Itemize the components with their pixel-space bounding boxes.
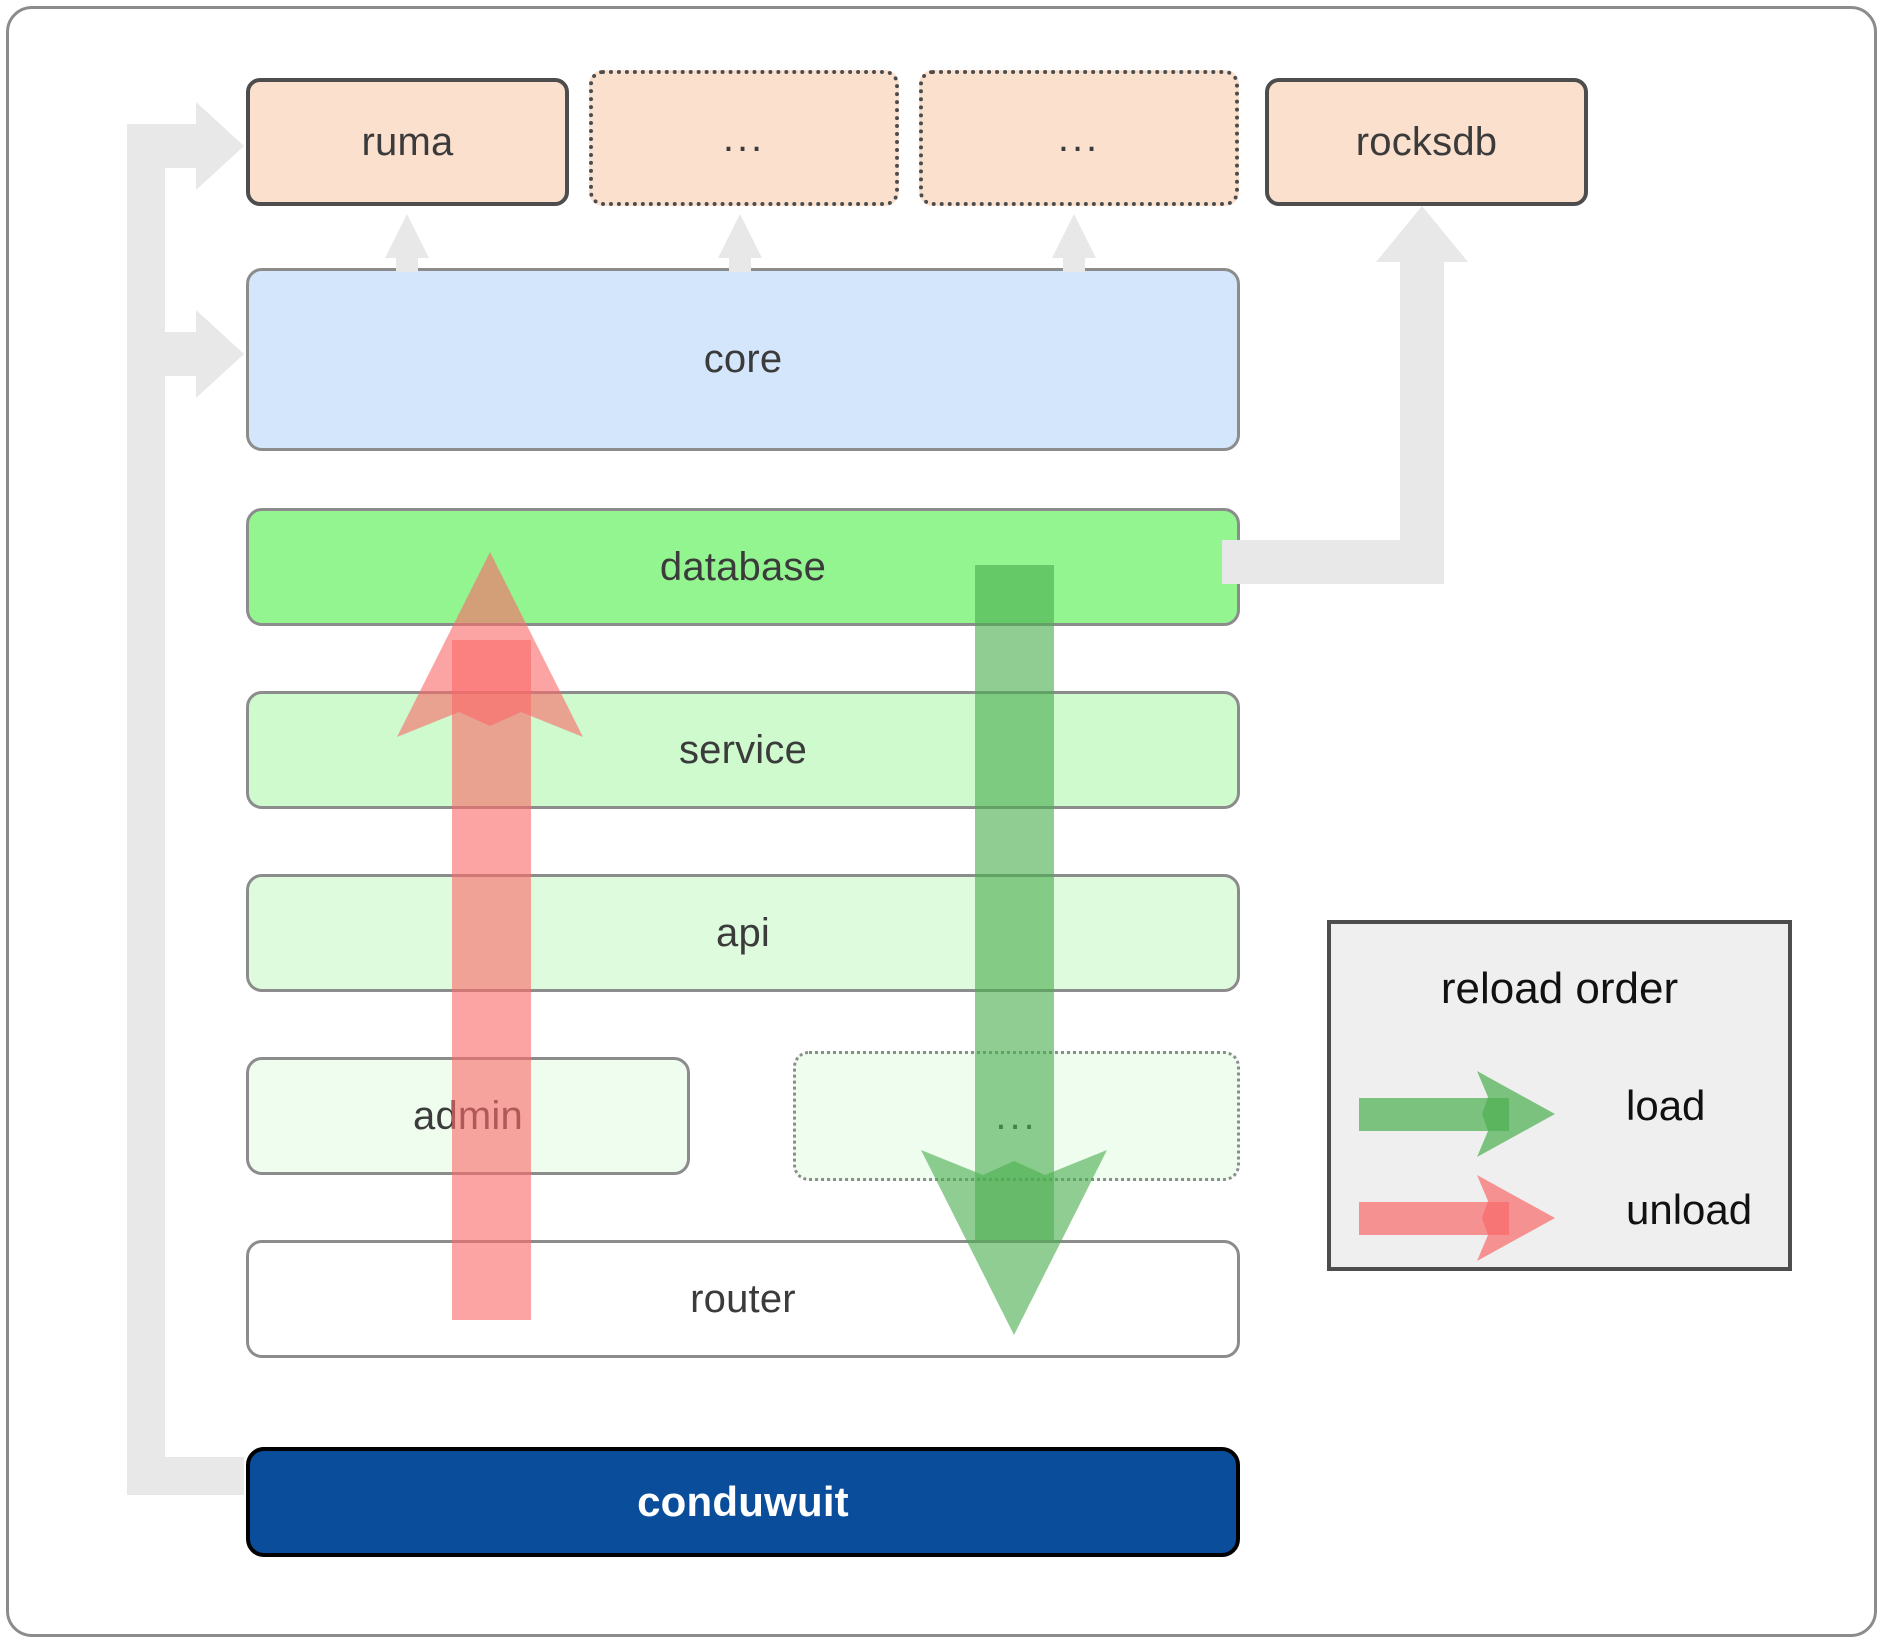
crate-dots-2[interactable]: ... bbox=[919, 70, 1239, 206]
legend-unload-arrow-icon bbox=[1359, 1175, 1555, 1261]
crate-rocksdb-label: rocksdb bbox=[1355, 119, 1498, 164]
node-admin[interactable]: admin bbox=[246, 1057, 690, 1175]
node-service-label: service bbox=[678, 727, 808, 772]
node-router[interactable]: router bbox=[246, 1240, 1240, 1358]
node-core[interactable]: core bbox=[246, 268, 1240, 451]
diagram-frame bbox=[6, 6, 1877, 1637]
legend-panel: reload order load unload bbox=[1327, 920, 1792, 1271]
node-conduwuit[interactable]: conduwuit bbox=[246, 1447, 1240, 1557]
node-database-label: database bbox=[659, 544, 827, 589]
crate-dots-1[interactable]: ... bbox=[589, 70, 899, 206]
node-dots-3[interactable]: ... bbox=[793, 1051, 1240, 1181]
legend-unload-label: unload bbox=[1626, 1186, 1753, 1233]
crate-rocksdb[interactable]: rocksdb bbox=[1265, 78, 1588, 206]
node-service[interactable]: service bbox=[246, 691, 1240, 809]
legend-row-unload: unload bbox=[1331, 1168, 1788, 1264]
crate-ruma[interactable]: ruma bbox=[246, 78, 569, 206]
crate-dots-1-label: ... bbox=[722, 116, 766, 160]
node-admin-label: admin bbox=[413, 1093, 523, 1138]
legend-load-label: load bbox=[1626, 1082, 1706, 1129]
node-database[interactable]: database bbox=[246, 508, 1240, 626]
node-dots-3-label: ... bbox=[995, 1094, 1038, 1138]
node-router-label: router bbox=[690, 1276, 796, 1321]
legend-title: reload order bbox=[1440, 964, 1679, 1013]
node-api-label: api bbox=[716, 910, 770, 955]
node-core-label: core bbox=[703, 337, 783, 381]
node-conduwuit-label: conduwuit bbox=[637, 1478, 849, 1525]
crate-dots-2-label: ... bbox=[1057, 116, 1101, 160]
legend-load-arrow-icon bbox=[1359, 1071, 1555, 1157]
crate-ruma-label: ruma bbox=[361, 119, 454, 164]
legend-row-load: load bbox=[1331, 1064, 1788, 1160]
node-api[interactable]: api bbox=[246, 874, 1240, 992]
